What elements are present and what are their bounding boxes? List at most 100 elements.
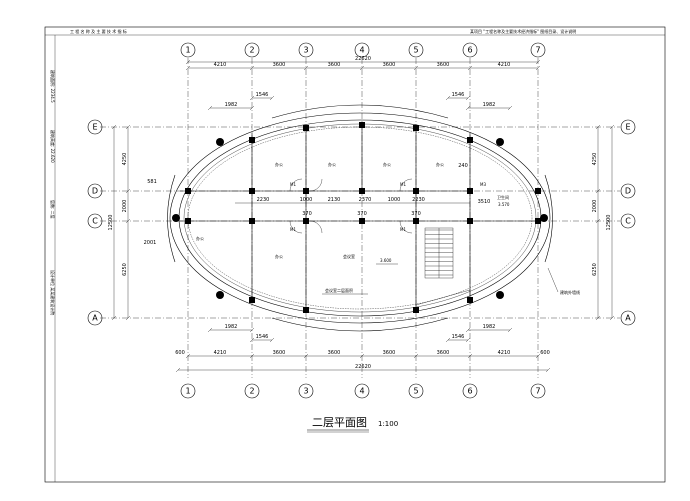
note-right: 建筑外墙线 [560,289,580,295]
dim-curve-tr-value: 1546 [452,92,465,98]
dim-right-tick [595,218,601,224]
axis-label-col-bottom: 4 [359,387,364,396]
dim-bottom-value: 4210 [214,350,227,356]
dim-right-total-tick [609,315,615,321]
dim-bottom-overall-tick [545,367,551,373]
axis-bubble-col [244,42,260,58]
dim-curve-tl2-tick [249,105,255,111]
dim-curve-bl2-tick [269,337,275,343]
dim-curve-br2-tick [445,337,451,343]
column [303,188,309,194]
axis-label-col-bottom: 6 [467,387,472,396]
dim-left-value: 6250 [122,263,128,276]
column [249,137,255,143]
room-office-3: 办公 [383,161,391,167]
column [413,307,419,313]
dim-bottom-tick [467,353,473,359]
axis-label-row-left: D [92,187,98,196]
door-m1-d: M1 [400,227,406,232]
round-column [216,138,224,146]
axis-bubble-row [620,183,636,199]
dim-top-overall-value: 22620 [355,56,371,62]
dim-bottom-tick [359,353,365,359]
column [303,307,309,313]
column [413,125,419,131]
column [535,218,541,224]
dim-right-value: 4250 [592,153,598,166]
drawing-title: 二层平面图 [312,416,367,429]
axis-label-row-left: E [92,123,97,132]
dim-corridor: 2230 [412,197,425,203]
dim-bottom-tick [249,353,255,359]
dim-curve-bl-tick [207,327,213,333]
column [249,188,255,194]
column [467,188,473,194]
dim-left-tick [125,124,131,130]
dim-curve-tl-tick [249,95,255,101]
dim-curve-br-value: 1982 [483,324,496,330]
column [467,137,473,143]
axis-bubble-col [530,42,546,58]
title-block-right: 某项目 "工程名称及主要技术经济指标" 图纸目录、设计说明 [470,28,576,34]
dim-small: 370 [302,211,312,217]
room-office-1: 办公 [275,161,283,167]
dim-left-tick [125,315,131,321]
axis-bubble-col [354,42,370,58]
dim-edge-left: 600 [175,350,185,356]
dim-top-value: 3600 [383,62,396,68]
column [185,218,191,224]
dim-curve-tr2-value: 1982 [483,102,496,108]
dim-bottom-value: 3600 [383,350,396,356]
dim-top-tick [467,65,473,71]
dim-bottom-tick [303,353,309,359]
dim-bottom-tick [535,353,541,359]
round-column [496,291,504,299]
dim-curve-bl2-tick [249,337,255,343]
room-office-5: 办公 [275,253,283,259]
dim-curve-tl-value: 1546 [256,92,269,98]
dim-corridor: 1000 [388,197,401,203]
side-note: 设计单位 某某建筑设计院 [50,270,56,315]
level-wc: 3.570 [498,202,510,207]
dim-curve-tr-tick [465,95,471,101]
column [535,188,541,194]
dim-top-value: 3600 [437,62,450,68]
room-left: 办公 [196,235,204,241]
dim-curve-bl-value: 1982 [225,324,238,330]
axis-bubble-col [462,383,478,399]
axis-label-col-top: 3 [303,46,308,55]
axis-bubble-row [620,119,636,135]
dim-top-value: 4210 [214,62,227,68]
column [413,188,419,194]
dim-top-value: 3600 [328,62,341,68]
axis-bubble-row [87,183,103,199]
dim-right-tick [595,188,601,194]
column [249,218,255,224]
axis-bubble-row [87,310,103,326]
axis-bubble-row [87,119,103,135]
level-main: 3.600 [380,258,392,263]
axis-label-col-top: 4 [359,46,364,55]
dim-top-tick [413,65,419,71]
dim-bottom-value: 4210 [498,350,511,356]
door-swings [289,178,413,234]
dim-small: 370 [357,211,367,217]
axis-bubble-col [354,383,370,399]
outer-frame [44,26,666,483]
round-column [216,291,224,299]
axis-label-col-bottom: 7 [535,387,540,396]
dim-top-overall-tick [185,59,191,65]
dim-top-tick [303,65,309,71]
dim-curve-tr2-tick [507,105,513,111]
drawing-scale: 1:100 [378,420,398,428]
column [467,218,473,224]
dim-curve-tr2-tick [465,105,471,111]
round-column [540,214,548,222]
dim-bottom-overall-tick [175,367,181,373]
axis-bubble-col [462,42,478,58]
dim-curve-tr-tick [445,95,451,101]
dim-curve-bl-tick [249,327,255,333]
door-m3: M3 [480,182,486,187]
